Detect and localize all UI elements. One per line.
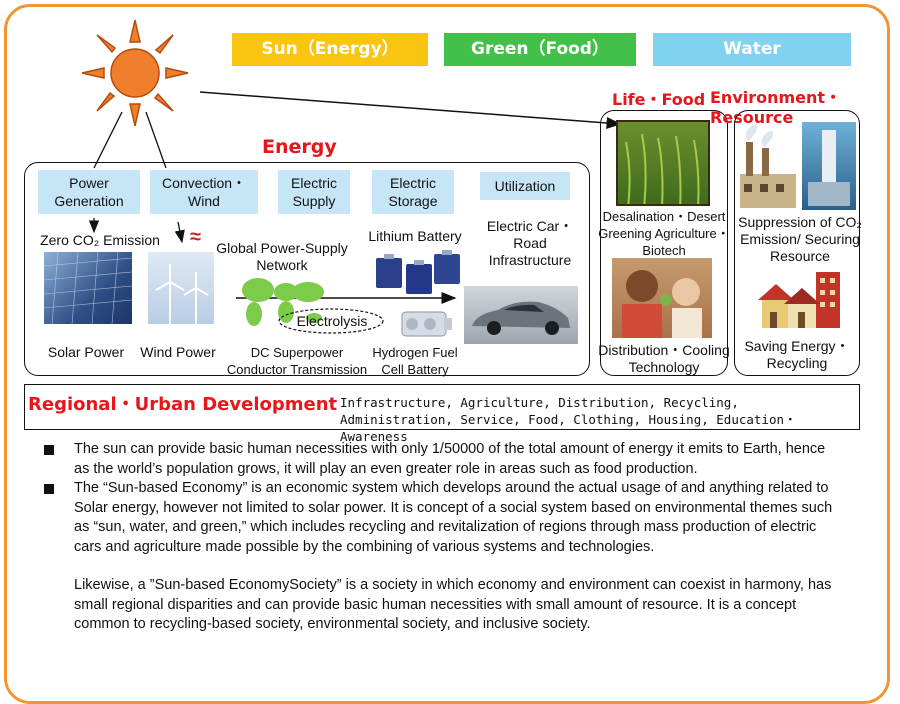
- bullet-1: The sun can provide basic human necessit…: [44, 440, 844, 479]
- label-global-network: Global Power-Supply Network: [216, 240, 348, 273]
- factory-image: [740, 124, 796, 208]
- bullet-marker: [44, 445, 54, 455]
- label-wind-power: Wind Power: [140, 344, 216, 360]
- label-electric-car: Electric Car・Road Infrastructure: [486, 218, 574, 268]
- lithium-battery-image: [376, 250, 460, 294]
- connector-lines: [88, 91, 622, 304]
- label-hydrogen-fuel: Hydrogen Fuel Cell Battery: [372, 345, 458, 377]
- theme-water: Water（Environment）: [653, 33, 851, 92]
- corn-field-image: [616, 120, 710, 206]
- electric-car-image: [464, 286, 578, 344]
- wind-waves-icon: ≈: [190, 226, 201, 248]
- label-electrolysis: Electrolysis: [296, 313, 368, 329]
- bullet-2-text: The “Sun-based Economy” is an economic s…: [74, 480, 833, 555]
- fuel-cell-image: [401, 311, 452, 337]
- electrolysis-ellipse: [278, 308, 384, 334]
- life-food-title: Life・Food: [612, 90, 706, 109]
- environment-box: [734, 110, 860, 376]
- category-power-generation: Power Generation: [38, 170, 140, 214]
- family-eating-image: [612, 258, 712, 338]
- energy-title: Energy: [262, 136, 337, 158]
- label-desalination: Desalination・Desert Greening Agriculture…: [598, 209, 730, 258]
- regional-box: [24, 384, 860, 430]
- category-convection-wind: Convection・Wind: [150, 170, 258, 214]
- water-plant-image: [802, 122, 856, 210]
- bullet-marker: [44, 484, 54, 494]
- globe-map-image: [242, 278, 324, 326]
- label-dc-superpower: DC Superpower Conductor Transmission: [226, 345, 368, 377]
- bullet-2: The “Sun-based Economy” is an economic s…: [44, 479, 844, 557]
- regional-text: Infrastructure, Agriculture, Distributio…: [340, 395, 797, 444]
- category-electric-storage: Electric Storage: [372, 170, 454, 214]
- label-distribution: Distribution・Cooling Technology: [598, 342, 730, 375]
- environment-title: Environment・Resource: [710, 88, 842, 127]
- category-utilization: Utilization: [480, 172, 570, 200]
- paragraph-3: Likewise, a ”Sun-based EconomySociety” i…: [74, 577, 832, 632]
- theme-green: Green（Food）: [444, 33, 636, 66]
- label-lithium-battery: Lithium Battery: [368, 228, 462, 244]
- regional-title: Regional・Urban Development: [28, 394, 338, 415]
- label-saving: Saving Energy・Recycling: [744, 338, 850, 371]
- body-text: The sun can provide basic human necessit…: [44, 440, 844, 635]
- energy-box: [24, 162, 590, 376]
- solar-panel-image: [44, 252, 132, 324]
- theme-sun: Sun（Energy）: [232, 33, 428, 66]
- life-food-box: [600, 110, 728, 376]
- sun-icon: [81, 19, 189, 127]
- bullet-1-text: The sun can provide basic human necessit…: [74, 441, 826, 477]
- label-zero-co2: Zero CO₂ Emission: [40, 232, 160, 248]
- label-solar-power: Solar Power: [47, 344, 125, 360]
- category-electric-supply: Electric Supply: [278, 170, 350, 214]
- houses-image: [758, 272, 840, 328]
- wind-turbine-image: [148, 252, 214, 324]
- label-suppression: Suppression of CO₂ Emission/ Securing Re…: [738, 214, 862, 264]
